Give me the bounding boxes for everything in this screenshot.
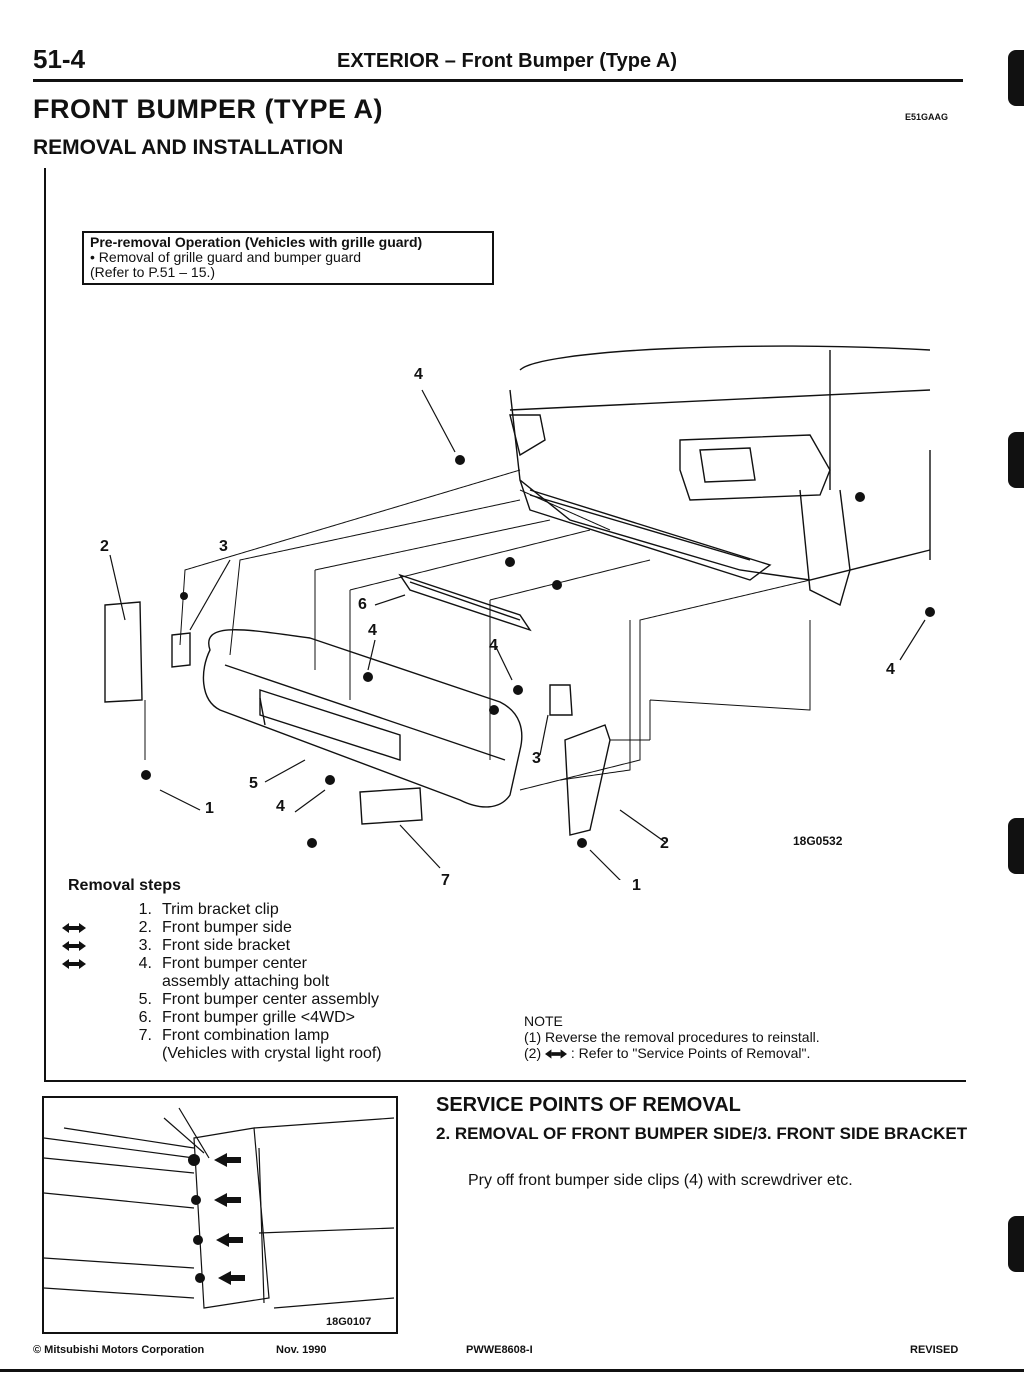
footer-rule	[0, 1369, 1024, 1372]
service-point-marker-icon	[62, 959, 86, 969]
index-tab-marker	[1008, 432, 1024, 488]
step-number: 3.	[138, 937, 152, 954]
step-text: Front bumper center	[162, 955, 307, 972]
pre-removal-line: • Removal of grille guard and bumper gua…	[90, 249, 362, 265]
step-number: 6.	[138, 1009, 152, 1026]
clip-removal-figure	[42, 1096, 398, 1334]
removal-steps-title: Removal steps	[68, 877, 181, 894]
callout-1-left: 1	[205, 800, 214, 817]
note-line: (2) : Refer to "Service Points of Remova…	[524, 1045, 820, 1061]
footer-date: Nov. 1990	[276, 1344, 327, 1356]
footer-copyright: © Mitsubishi Motors Corporation	[33, 1344, 205, 1356]
step-text-continued: assembly attaching bolt	[162, 973, 330, 990]
index-tab-marker	[1008, 818, 1024, 874]
step-text: Front side bracket	[162, 937, 291, 954]
note-line: (1) Reverse the removal procedures to re…	[524, 1029, 820, 1045]
section-code: E51GAAG	[905, 112, 949, 122]
index-tab-marker	[1008, 50, 1024, 106]
callout-4-bottom: 4	[276, 798, 285, 815]
callout-4-top: 4	[414, 366, 423, 383]
callout-2-right: 2	[660, 835, 669, 852]
figure-code-2: 18G0107	[326, 1316, 372, 1328]
figure-code: 18G0532	[793, 834, 843, 848]
step-number: 4.	[138, 955, 152, 972]
service-point-marker-icon	[545, 1049, 568, 1059]
callout-3-right: 3	[532, 750, 541, 767]
callout-7: 7	[441, 872, 450, 889]
callout-4-far-right: 4	[886, 661, 895, 678]
note-title: NOTE	[524, 1013, 563, 1029]
note-line-suffix: : Refer to "Service Points of Removal".	[570, 1045, 811, 1061]
footer-status: REVISED	[910, 1344, 959, 1356]
callout-1-right: 1	[632, 877, 641, 894]
section-divider	[44, 1080, 966, 1082]
step-number: 5.	[138, 991, 152, 1008]
step-number: 7.	[138, 1027, 152, 1044]
pre-removal-title: Pre-removal Operation (Vehicles with gri…	[90, 234, 423, 250]
step-text-continued: (Vehicles with crystal light roof)	[162, 1045, 382, 1062]
callout-4-right: 4	[489, 637, 498, 654]
callout-4-center: 4	[368, 622, 377, 639]
step-text: Front bumper side	[162, 919, 292, 936]
bumper-exploded-diagram	[104, 345, 935, 880]
step-text: Front bumper center assembly	[162, 991, 379, 1008]
callout-2-left: 2	[100, 538, 109, 555]
page-number: 51-4	[33, 44, 86, 74]
step-number: 2.	[138, 919, 152, 936]
service-point-marker-icon	[62, 923, 86, 933]
step-number: 1.	[138, 901, 152, 918]
note-block: NOTE (1) Reverse the removal procedures …	[524, 1013, 820, 1061]
callout-6: 6	[358, 596, 367, 613]
step-text: Trim bracket clip	[162, 901, 279, 918]
header-divider	[33, 79, 963, 82]
callout-3-left: 3	[219, 538, 228, 555]
section-subtitle: REMOVAL AND INSTALLATION	[33, 136, 344, 159]
header-title: EXTERIOR – Front Bumper (Type A)	[337, 50, 678, 72]
pre-removal-box: Pre-removal Operation (Vehicles with gri…	[82, 231, 494, 285]
left-margin-rule	[44, 168, 46, 1080]
service-points-body: Pry off front bumper side clips (4) with…	[468, 1172, 853, 1189]
index-tab-marker	[1008, 1216, 1024, 1272]
callout-5: 5	[249, 775, 258, 792]
service-point-marker-icon	[62, 941, 86, 951]
service-points-title: SERVICE POINTS OF REMOVAL	[436, 1094, 741, 1116]
section-title: FRONT BUMPER (TYPE A)	[33, 94, 383, 124]
step-text: Front bumper grille <4WD>	[162, 1009, 355, 1026]
clip-removal-illustration	[44, 1107, 395, 1309]
note-line-prefix: (2)	[524, 1045, 542, 1061]
footer-doc-code: PWWE8608-I	[466, 1344, 533, 1356]
pre-removal-reference: (Refer to P.51 – 15.)	[90, 264, 216, 280]
step-text: Front combination lamp	[162, 1027, 330, 1044]
service-points-subtitle: 2. REMOVAL OF FRONT BUMPER SIDE/3. FRONT…	[436, 1124, 968, 1143]
